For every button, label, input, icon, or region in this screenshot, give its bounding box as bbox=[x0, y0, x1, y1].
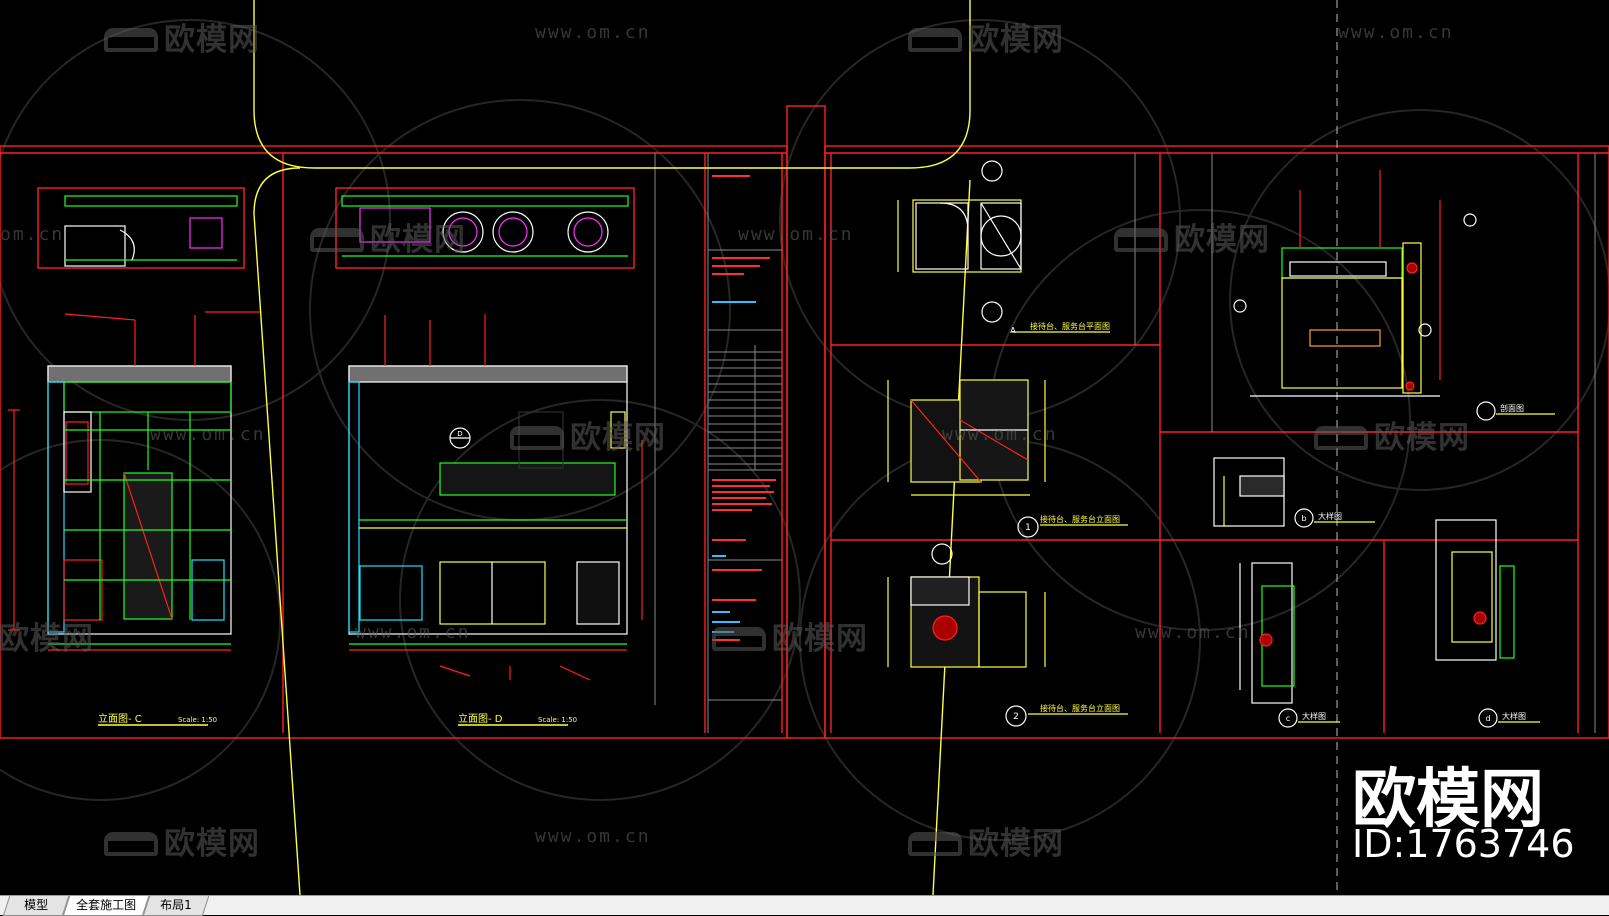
layout-tab-bar: 模型 全套施工图 布局1 bbox=[0, 895, 1609, 916]
sofa-logo-icon bbox=[908, 832, 962, 856]
cad-labels: 立面图- C Scale: 1:50 立面图- D Scale: 1:50 接待… bbox=[98, 321, 1526, 725]
detail-b bbox=[1213, 457, 1375, 528]
cad-drawing: 立面图- C Scale: 1:50 立面图- D Scale: 1:50 接待… bbox=[0, 0, 1609, 895]
sofa-logo-icon bbox=[1114, 228, 1168, 252]
detail-c bbox=[1239, 562, 1340, 728]
watermark-big-title: 欧模网 bbox=[1352, 763, 1544, 837]
title-block bbox=[654, 153, 1596, 733]
watermark-brand: 欧模网 bbox=[104, 818, 260, 863]
reception-plan-2 bbox=[887, 379, 1128, 538]
tab-model[interactable]: 模型 bbox=[2, 896, 70, 916]
label-scale-c: Scale: 1:50 bbox=[178, 716, 217, 724]
title-block-text bbox=[712, 175, 776, 641]
watermark-brand: 欧模网 bbox=[908, 14, 1064, 59]
watermark-brand: 欧模网 bbox=[0, 621, 94, 657]
reception-plan-1 bbox=[897, 160, 1110, 333]
marker-a: A bbox=[1010, 326, 1016, 335]
sheet-frames bbox=[0, 105, 1609, 739]
sofa-logo-icon bbox=[1314, 426, 1368, 450]
label-section-c: 大样图 bbox=[1302, 711, 1326, 721]
marker-d: d bbox=[1485, 714, 1490, 723]
tab-full-construction-drawings[interactable]: 全套施工图 bbox=[62, 896, 150, 916]
watermark-url: www.om.cn bbox=[355, 622, 471, 643]
sofa-logo-icon bbox=[908, 28, 962, 52]
reception-plan-3 bbox=[887, 543, 1128, 727]
marker-b: b bbox=[1301, 514, 1306, 523]
label-scale-d: Scale: 1:50 bbox=[538, 716, 577, 724]
viewport-boundary bbox=[253, 0, 971, 895]
watermark-brand: 欧模网 bbox=[908, 818, 1064, 863]
label-elevation-c: 立面图- C bbox=[98, 712, 142, 725]
watermark-url: www.om.cn bbox=[535, 826, 651, 847]
label-section-b: 大样图 bbox=[1318, 511, 1342, 521]
watermark-url: www.om.cn bbox=[150, 424, 266, 445]
detail-d bbox=[1435, 519, 1540, 728]
watermark-url: www.om.cn bbox=[1135, 622, 1251, 643]
section-a bbox=[1233, 170, 1555, 421]
watermark-brand: 欧模网 bbox=[712, 613, 868, 658]
sofa-logo-icon bbox=[104, 28, 158, 52]
label-section-a: 剖面图 bbox=[1500, 403, 1524, 413]
sofa-logo-icon bbox=[712, 627, 766, 651]
watermark-brand: 欧模网 bbox=[1114, 214, 1270, 259]
label-plan-2: 接待台、服务台立面图 bbox=[1040, 514, 1120, 524]
marker-1: 1 bbox=[1025, 523, 1031, 533]
elevation-c bbox=[8, 311, 260, 651]
marker-2: 2 bbox=[1013, 712, 1019, 722]
sofa-logo-icon bbox=[310, 228, 364, 252]
watermark-url: www.om.cn bbox=[535, 22, 651, 43]
watermark-url: www.om.cn bbox=[1338, 22, 1454, 43]
elevation-d bbox=[348, 314, 643, 681]
tab-layout-1[interactable]: 布局1 bbox=[142, 896, 210, 916]
sofa-logo-icon bbox=[510, 426, 564, 450]
watermark-url: om.cn bbox=[0, 224, 65, 245]
watermark-brand: 欧模网 bbox=[510, 412, 666, 457]
label-section-d: 大样图 bbox=[1502, 711, 1526, 721]
watermark-brand: 欧模网 bbox=[1314, 412, 1470, 457]
plan-c bbox=[64, 195, 238, 267]
cad-model-space[interactable]: 立面图- C Scale: 1:50 立面图- D Scale: 1:50 接待… bbox=[0, 0, 1609, 895]
label-plan-3: 接待台、服务台立面图 bbox=[1040, 703, 1120, 713]
label-elevation-d: 立面图- D bbox=[458, 712, 503, 725]
plan-d bbox=[341, 195, 629, 257]
watermark-brand: 欧模网 bbox=[310, 214, 466, 259]
label-plan-1: 接待台、服务台平面图 bbox=[1030, 321, 1110, 331]
marker-section-d: D bbox=[457, 430, 462, 438]
watermark-url: www.om.cn bbox=[942, 424, 1058, 445]
watermark-url: www.om.cn bbox=[738, 224, 854, 245]
marker-c: c bbox=[1286, 714, 1290, 723]
watermark-brand: 欧模网 bbox=[104, 14, 260, 59]
watermark-model-id: ID:1763746 bbox=[1352, 822, 1575, 866]
sofa-logo-icon bbox=[104, 832, 158, 856]
